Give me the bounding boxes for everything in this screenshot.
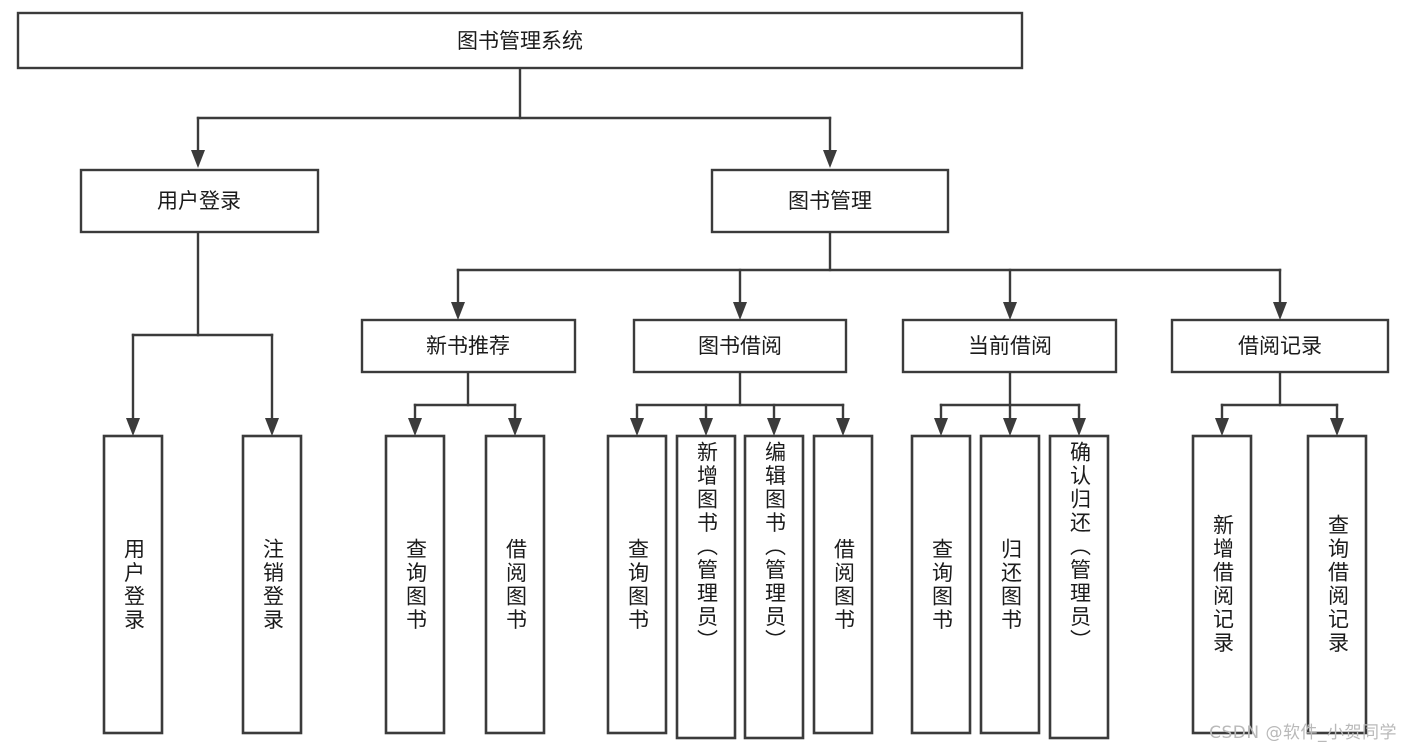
connector-borrow-record-to-leaves [1215, 370, 1344, 436]
leaf-box-borrow-book-1[interactable] [484, 434, 546, 735]
connector-book-manage-to-level2 [451, 230, 1287, 320]
leaf-box-user-login[interactable] [102, 434, 164, 735]
connector-current-borrow-to-leaves [934, 370, 1086, 436]
node-book-borrow[interactable]: 图书借阅 [632, 318, 848, 374]
node-label-root: 图书管理系统 [457, 29, 583, 53]
leaf-box-add-book-admin[interactable] [675, 434, 737, 740]
leaf-box-confirm-return-admin[interactable] [1048, 434, 1110, 740]
leaf-box-return-book[interactable] [979, 434, 1041, 735]
leaf-box-edit-book-admin[interactable] [743, 434, 805, 740]
connector-user-login-to-leaves [126, 230, 279, 436]
node-label-new-book-recommend: 新书推荐 [426, 334, 510, 358]
leaf-box-query-borrow-record[interactable] [1306, 434, 1368, 735]
node-current-borrow[interactable]: 当前借阅 [901, 318, 1118, 374]
arrow-to-user-login [191, 150, 205, 168]
node-label-current-borrow: 当前借阅 [968, 334, 1052, 358]
connector-root-to-level1 [191, 66, 837, 168]
node-book-management[interactable]: 图书管理 [710, 168, 950, 234]
watermark: CSDN @软件_小贺同学 [1209, 723, 1397, 743]
node-label-borrow-record: 借阅记录 [1238, 334, 1322, 358]
node-label-book-borrow: 图书借阅 [698, 334, 782, 358]
connector-new-book-to-leaves [408, 370, 522, 436]
node-book-management-system[interactable]: 图书管理系统 [16, 11, 1024, 70]
connector-book-borrow-to-leaves [630, 370, 850, 436]
leaf-box-add-borrow-record[interactable] [1191, 434, 1253, 735]
node-label-user-login: 用户登录 [157, 189, 241, 213]
node-user-login[interactable]: 用户登录 [79, 168, 320, 234]
leaf-box-logout[interactable] [241, 434, 303, 735]
node-new-book-recommend[interactable]: 新书推荐 [360, 318, 577, 374]
leaf-box-borrow-book-2[interactable] [812, 434, 874, 735]
node-borrow-record[interactable]: 借阅记录 [1170, 318, 1390, 374]
leaf-box-query-book-3[interactable] [910, 434, 972, 735]
leaf-box-query-book-2[interactable] [606, 434, 668, 735]
node-label-book-management: 图书管理 [788, 189, 872, 213]
arrow-to-book-manage [823, 150, 837, 168]
leaf-box-query-book-1[interactable] [384, 434, 446, 735]
